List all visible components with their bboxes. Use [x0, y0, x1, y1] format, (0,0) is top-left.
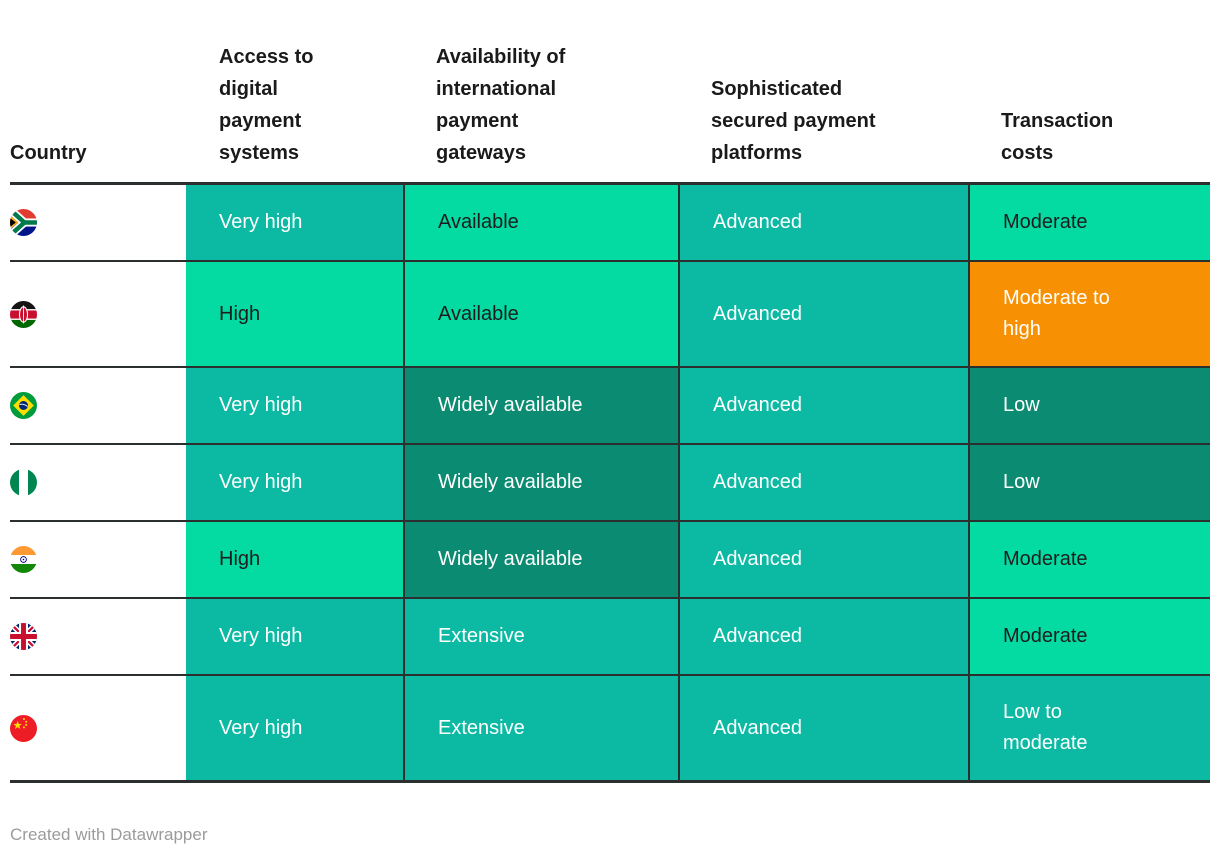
cell-value: Moderate [1003, 625, 1088, 647]
cell-platforms: Advanced [678, 368, 968, 443]
column-header-label: Sophisticated secured payment platforms [711, 78, 876, 164]
cell-costs: Low to moderate [968, 676, 1210, 780]
cell-costs: Moderate to high [968, 262, 1210, 366]
cell-access: High [186, 262, 403, 366]
flag-united-kingdom-icon [10, 623, 37, 650]
table-body: Very high Available Advanced Moderate [10, 185, 1210, 783]
cell-costs: Low [968, 445, 1210, 520]
cell-value: Extensive [438, 716, 525, 739]
column-header-country: Country [10, 0, 186, 182]
cell-platforms: Advanced [678, 676, 968, 780]
cell-value: Very high [219, 394, 303, 416]
cell-gateways: Extensive [403, 599, 678, 674]
country-cell [10, 522, 186, 597]
cell-gateways: Widely available [403, 522, 678, 597]
cell-costs: Moderate [968, 599, 1210, 674]
column-header-access: Access to digital payment systems [186, 0, 403, 182]
cell-value: Available [438, 211, 519, 233]
cell-gateways: Extensive [403, 676, 678, 780]
country-cell [10, 185, 186, 260]
table-row-brazil: Very high Widely available Advanced Low [10, 366, 1210, 443]
table-row-kenya: High Available Advanced Moderate to high [10, 260, 1210, 366]
cell-costs: Low [968, 368, 1210, 443]
cell-access: Very high [186, 185, 403, 260]
flag-india-icon [10, 546, 37, 573]
column-header-gateways: Availability of international payment ga… [403, 0, 678, 182]
country-cell [10, 368, 186, 443]
cell-value: Moderate [1003, 211, 1088, 233]
country-cell [10, 445, 186, 520]
cell-gateways: Widely available [403, 368, 678, 443]
cell-value: Advanced [713, 716, 802, 739]
cell-value: Widely available [438, 394, 583, 416]
cell-access: Very high [186, 676, 403, 780]
cell-platforms: Advanced [678, 599, 968, 674]
column-header-platforms: Sophisticated secured payment platforms [678, 0, 968, 182]
cell-platforms: Advanced [678, 445, 968, 520]
cell-access: Very high [186, 368, 403, 443]
cell-costs: Moderate [968, 522, 1210, 597]
cell-value: Available [438, 302, 519, 325]
flag-brazil-icon [10, 392, 37, 419]
credit-line: Created with Datawrapper [10, 825, 208, 844]
cell-access: High [186, 522, 403, 597]
cell-value: Advanced [713, 548, 802, 570]
table-row-india: High Widely available Advanced Moderate [10, 520, 1210, 597]
cell-costs: Moderate [968, 185, 1210, 260]
column-header-label: Access to digital payment systems [219, 46, 314, 164]
cell-value: High [219, 302, 261, 325]
cell-gateways: Widely available [403, 445, 678, 520]
cell-access: Very high [186, 599, 403, 674]
column-header-costs: Transaction costs [968, 0, 1210, 182]
column-header-label: Availability of international payment ga… [436, 46, 566, 164]
country-cell [10, 262, 186, 366]
cell-value: Extensive [438, 625, 525, 647]
cell-value: Advanced [713, 471, 802, 493]
cell-value: Advanced [713, 211, 802, 233]
table-row-nigeria: Very high Widely available Advanced Low [10, 443, 1210, 520]
cell-gateways: Available [403, 185, 678, 260]
cell-access: Very high [186, 445, 403, 520]
cell-value: Very high [219, 471, 303, 493]
column-header-label: Transaction costs [1001, 110, 1114, 164]
cell-value: Moderate to high [1003, 287, 1110, 340]
cell-value: High [219, 548, 261, 570]
cell-value: Low [1003, 394, 1040, 416]
cell-gateways: Available [403, 262, 678, 366]
cell-platforms: Advanced [678, 522, 968, 597]
country-cell [10, 676, 186, 780]
table-row-united-kingdom: Very high Extensive Advanced Moderate [10, 597, 1210, 674]
cell-value: Widely available [438, 471, 583, 493]
flag-nigeria-icon [10, 469, 37, 496]
cell-value: Moderate [1003, 548, 1088, 570]
column-header-label: Country [10, 142, 87, 164]
flag-china-icon [10, 714, 37, 742]
country-cell [10, 599, 186, 674]
cell-value: Advanced [713, 302, 802, 325]
table-row-china: Very high Extensive Advanced Low to mode… [10, 674, 1210, 780]
table-row-south-africa: Very high Available Advanced Moderate [10, 185, 1210, 260]
cell-platforms: Advanced [678, 262, 968, 366]
cell-value: Widely available [438, 548, 583, 570]
cell-value: Advanced [713, 394, 802, 416]
cell-value: Very high [219, 211, 303, 233]
table-header-row: Country Access to digital payment system… [10, 0, 1210, 185]
cell-value: Low to moderate [1003, 701, 1088, 754]
cell-platforms: Advanced [678, 185, 968, 260]
cell-value: Very high [219, 625, 303, 647]
cell-value: Advanced [713, 625, 802, 647]
flag-kenya-icon [10, 300, 37, 328]
cell-value: Low [1003, 471, 1040, 493]
cell-value: Very high [219, 716, 303, 739]
flag-south-africa-icon [10, 209, 37, 236]
